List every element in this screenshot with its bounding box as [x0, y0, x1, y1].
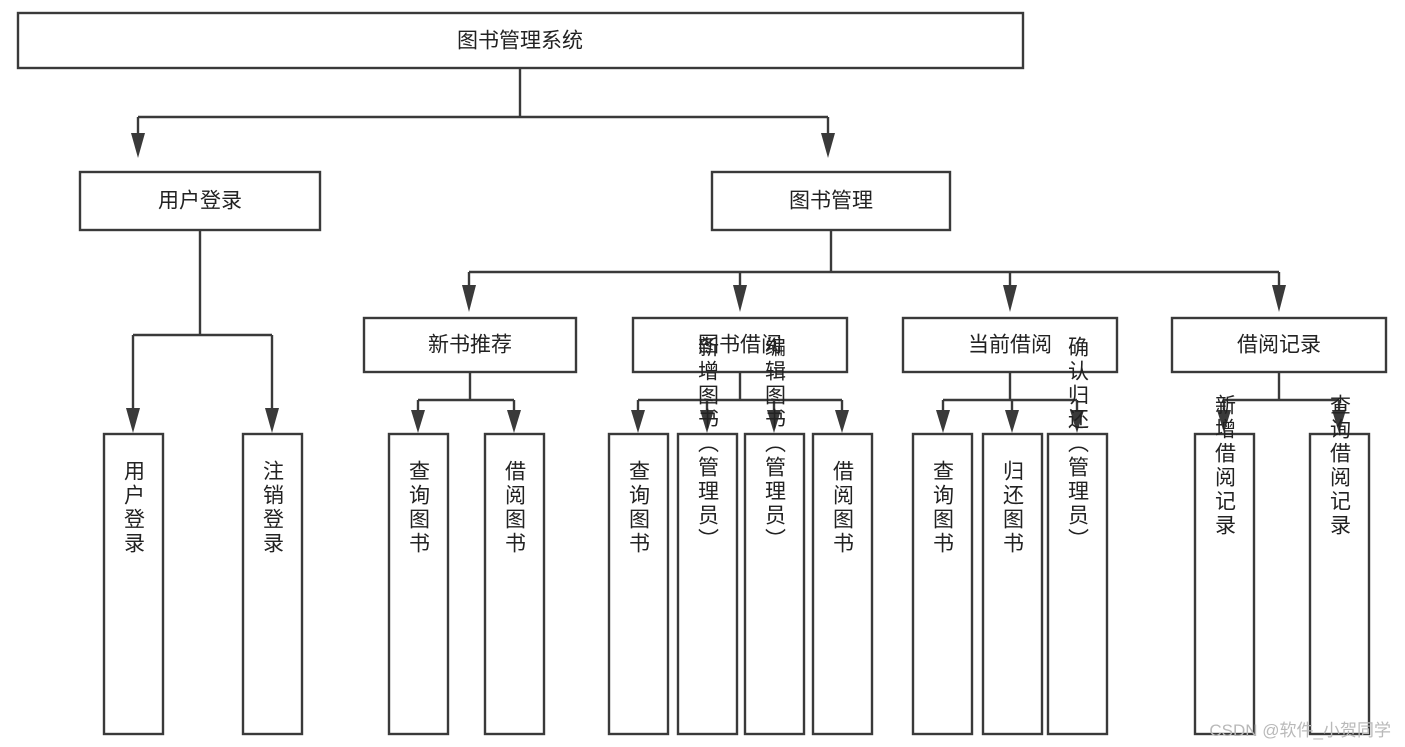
current-borrow-label: 当前借阅: [968, 334, 1052, 357]
arrow-to-book-borrow: [733, 285, 747, 312]
arrow-to-borrow-record: [1272, 285, 1286, 312]
leaf-confirm-return-label: 确认归还（管理员）: [1066, 336, 1090, 552]
leaf-confirm-return[interactable]: 确认归还（管理员）: [1046, 336, 1109, 736]
leaf-user-login-box[interactable]: [102, 432, 165, 736]
connector-root-to-level2: [131, 68, 835, 158]
leaf-return-book-box[interactable]: [981, 432, 1044, 736]
leaf-query-record[interactable]: 查询借阅记录: [1308, 394, 1371, 736]
leaf-borrow-book-new[interactable]: 借阅图书: [483, 432, 546, 736]
leaf-add-record[interactable]: 新增借阅记录: [1193, 394, 1256, 736]
leaf-edit-book-box[interactable]: [743, 432, 806, 736]
leaf-add-record-label: 新增借阅记录: [1213, 394, 1237, 538]
leaf-borrow-book-borrow-box[interactable]: [811, 432, 874, 736]
leaf-edit-book-label: 编辑图书（管理员）: [763, 336, 787, 552]
leaf-query-book-borrow[interactable]: 查询图书: [607, 432, 670, 736]
leaf-return-book[interactable]: 归还图书: [981, 432, 1044, 736]
leaf-logout-box[interactable]: [241, 432, 304, 736]
connector-user-login-to-leaves: [126, 230, 279, 433]
node-book-borrow[interactable]: 图书借阅: [631, 316, 849, 374]
user-login-box[interactable]: [78, 170, 322, 232]
leaf-borrow-book-borrow-label: 借阅图书: [831, 460, 855, 556]
user-login-label: 用户登录: [158, 190, 242, 213]
connector-book-borrow-to-leaves: [631, 372, 849, 433]
leaf-user-login-label: 用户登录: [122, 460, 146, 556]
leaf-logout[interactable]: 注销登录: [241, 432, 304, 736]
leaf-borrow-book-new-label: 借阅图书: [503, 460, 527, 556]
leaf-add-book-box[interactable]: [676, 432, 739, 736]
connector-new-book-to-leaves: [411, 372, 521, 433]
arrow-to-leaf-logout: [265, 408, 279, 433]
root-box[interactable]: [16, 11, 1025, 70]
arrow-to-leaf-query-book-1: [411, 410, 425, 433]
arrow-to-leaf-query-record: [1332, 410, 1346, 433]
leaf-query-record-box[interactable]: [1308, 432, 1371, 736]
arrow-to-leaf-add-book: [700, 410, 714, 433]
new-book-box[interactable]: [362, 316, 578, 374]
current-borrow-box[interactable]: [901, 316, 1119, 374]
leaf-borrow-book-borrow[interactable]: 借阅图书: [811, 432, 874, 736]
arrow-to-new-book: [462, 285, 476, 312]
connector-current-borrow-to-leaves: [936, 372, 1084, 433]
arrow-to-leaf-query-book-3: [936, 410, 950, 433]
arrow-to-leaf-confirm-return: [1070, 410, 1084, 433]
leaf-add-book-label: 新增图书（管理员）: [696, 336, 720, 552]
leaf-confirm-return-box[interactable]: [1046, 432, 1109, 736]
arrow-to-leaf-edit-book: [767, 410, 781, 433]
leaf-add-book[interactable]: 新增图书（管理员）: [676, 336, 739, 736]
node-user-login[interactable]: 用户登录: [78, 170, 322, 232]
borrow-record-label: 借阅记录: [1237, 334, 1321, 357]
leaf-borrow-book-new-box[interactable]: [483, 432, 546, 736]
arrow-to-leaf-add-record: [1217, 410, 1231, 433]
arrow-to-leaf-borrow-book-2: [835, 410, 849, 433]
leaf-query-book-current-label: 查询图书: [931, 460, 955, 556]
root-label: 图书管理系统: [457, 30, 583, 53]
arrow-to-leaf-user-login: [126, 408, 140, 433]
arrow-to-user-login: [131, 133, 145, 158]
leaf-logout-label: 注销登录: [261, 460, 285, 556]
leaf-query-book-new-label: 查询图书: [407, 460, 431, 556]
arrow-to-current-borrow: [1003, 285, 1017, 312]
leaf-query-book-borrow-box[interactable]: [607, 432, 670, 736]
arrow-to-leaf-return-book: [1005, 410, 1019, 433]
leaf-query-book-current-box[interactable]: [911, 432, 974, 736]
book-manage-label: 图书管理: [789, 190, 873, 213]
connector-book-manage-to-level3: [462, 230, 1286, 312]
new-book-label: 新书推荐: [428, 334, 512, 357]
leaf-query-record-label: 查询借阅记录: [1328, 394, 1352, 538]
leaf-return-book-label: 归还图书: [1001, 460, 1025, 556]
node-root[interactable]: 图书管理系统: [16, 11, 1025, 70]
leaf-user-login[interactable]: 用户登录: [102, 432, 165, 736]
arrow-to-leaf-query-book-2: [631, 410, 645, 433]
arrow-to-book-manage: [821, 133, 835, 158]
book-borrow-label: 图书借阅: [698, 334, 782, 357]
leaf-query-book-borrow-label: 查询图书: [627, 460, 651, 556]
leaf-query-book-current[interactable]: 查询图书: [911, 432, 974, 736]
leaf-edit-book[interactable]: 编辑图书（管理员）: [743, 336, 806, 736]
node-borrow-record[interactable]: 借阅记录: [1170, 316, 1388, 374]
leaf-query-book-new[interactable]: 查询图书: [387, 432, 450, 736]
leaf-query-book-new-box[interactable]: [387, 432, 450, 736]
arrow-to-leaf-borrow-book-1: [507, 410, 521, 433]
connector-borrow-record-to-leaves: [1217, 372, 1346, 433]
node-book-manage[interactable]: 图书管理: [710, 170, 952, 232]
node-new-book[interactable]: 新书推荐: [362, 316, 578, 374]
node-current-borrow[interactable]: 当前借阅: [901, 316, 1119, 374]
leaf-add-record-box[interactable]: [1193, 432, 1256, 736]
